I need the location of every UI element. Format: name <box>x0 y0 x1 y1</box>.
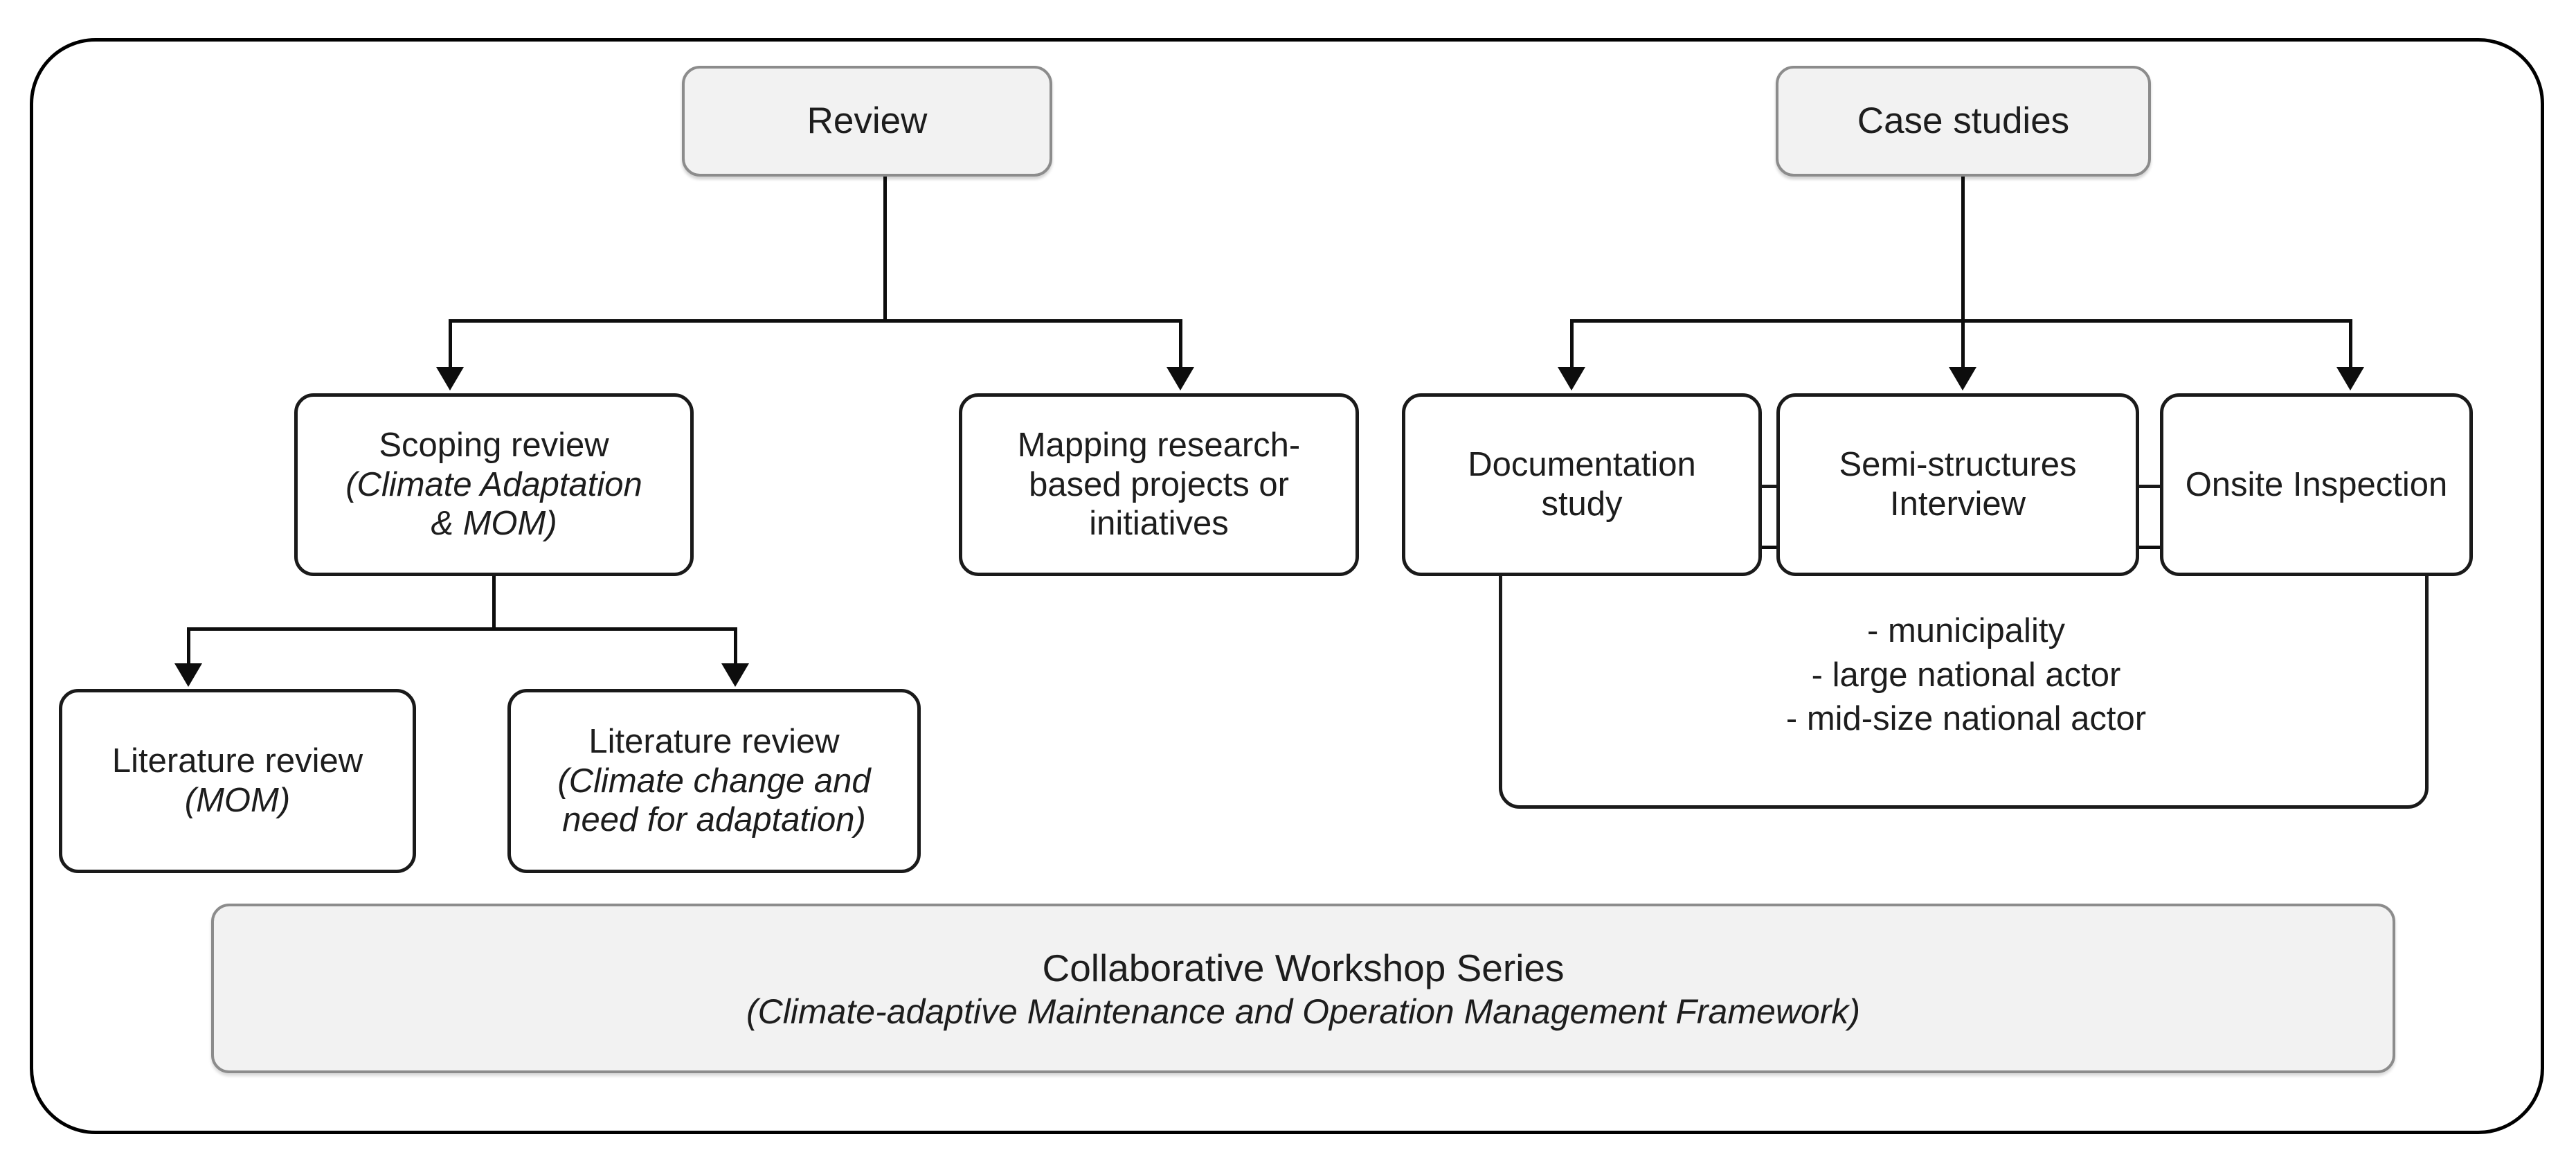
node-semi-structured-interview[interactable]: Semi-structures Interview <box>1776 393 2139 576</box>
connector-scoping-stem <box>492 576 496 630</box>
connector-scoping-to-lit-mom <box>187 627 190 666</box>
node-literature-review-mom-text: Literature review (MOM) <box>111 742 363 819</box>
arrowhead-to-lit-climate-icon <box>721 663 749 687</box>
node-documentation-study-text: Documentation study <box>1468 446 1696 523</box>
connector-review-to-scoping <box>449 319 452 370</box>
diagram-outer-frame <box>30 38 2544 1134</box>
collaborative-workshop-banner[interactable]: Collaborative Workshop Series (Climate-a… <box>211 904 2395 1073</box>
node-mapping-research-projects[interactable]: Mapping research- based projects or init… <box>959 393 1359 576</box>
node-review-label: Review <box>807 100 928 142</box>
arrowhead-to-semi-interview-icon <box>1949 367 1976 391</box>
arrowhead-to-scoping-icon <box>436 367 464 391</box>
actor-item: - mid-size national actor <box>1785 700 2147 738</box>
workshop-banner-subtitle: (Climate-adaptive Maintenance and Operat… <box>746 992 1861 1031</box>
connector-documentation-to-semi <box>1759 546 1781 549</box>
node-case-studies-label: Case studies <box>1857 100 2070 142</box>
node-review[interactable]: Review <box>682 66 1052 177</box>
arrowhead-to-onsite-icon <box>2336 367 2364 391</box>
connector-review-to-mapping <box>1179 319 1182 370</box>
arrowhead-to-lit-mom-icon <box>174 663 202 687</box>
connector-semi-to-onsite <box>2136 546 2164 549</box>
node-onsite-inspection-label: Onsite Inspection <box>2185 465 2448 503</box>
node-scoping-review[interactable]: Scoping review (Climate Adaptation & MOM… <box>294 393 694 576</box>
arrowhead-to-mapping-icon <box>1167 367 1194 391</box>
node-case-studies[interactable]: Case studies <box>1776 66 2151 177</box>
node-documentation-study[interactable]: Documentation study <box>1402 393 1762 576</box>
node-literature-review-mom[interactable]: Literature review (MOM) <box>59 689 416 873</box>
connector-case-studies-stem <box>1961 177 1965 370</box>
node-literature-review-climate[interactable]: Literature review (Climate change and ne… <box>507 689 921 873</box>
connector-review-bus <box>449 319 1182 323</box>
arrowhead-to-documentation-icon <box>1558 367 1585 391</box>
node-literature-review-climate-text: Literature review (Climate change and ne… <box>557 722 871 839</box>
case-study-actors-list: - municipality - large national actor - … <box>1509 609 2423 742</box>
connector-scoping-bus <box>187 627 737 631</box>
node-semi-structured-interview-text: Semi-structures Interview <box>1839 446 2077 523</box>
connector-case-studies-bus <box>1570 319 2352 323</box>
node-onsite-inspection[interactable]: Onsite Inspection <box>2160 393 2473 576</box>
actor-item: - large national actor <box>1811 656 2121 694</box>
connector-case-studies-to-documentation <box>1570 319 1574 370</box>
connector-case-studies-to-onsite <box>2349 319 2352 370</box>
actor-item: - municipality <box>1867 612 2065 649</box>
node-scoping-review-text: Scoping review (Climate Adaptation & MOM… <box>345 426 642 543</box>
connector-review-stem <box>883 177 887 321</box>
node-mapping-text: Mapping research- based projects or init… <box>1017 426 1301 543</box>
connector-scoping-to-lit-climate <box>734 627 737 666</box>
workshop-banner-title: Collaborative Workshop Series <box>1042 946 1565 989</box>
